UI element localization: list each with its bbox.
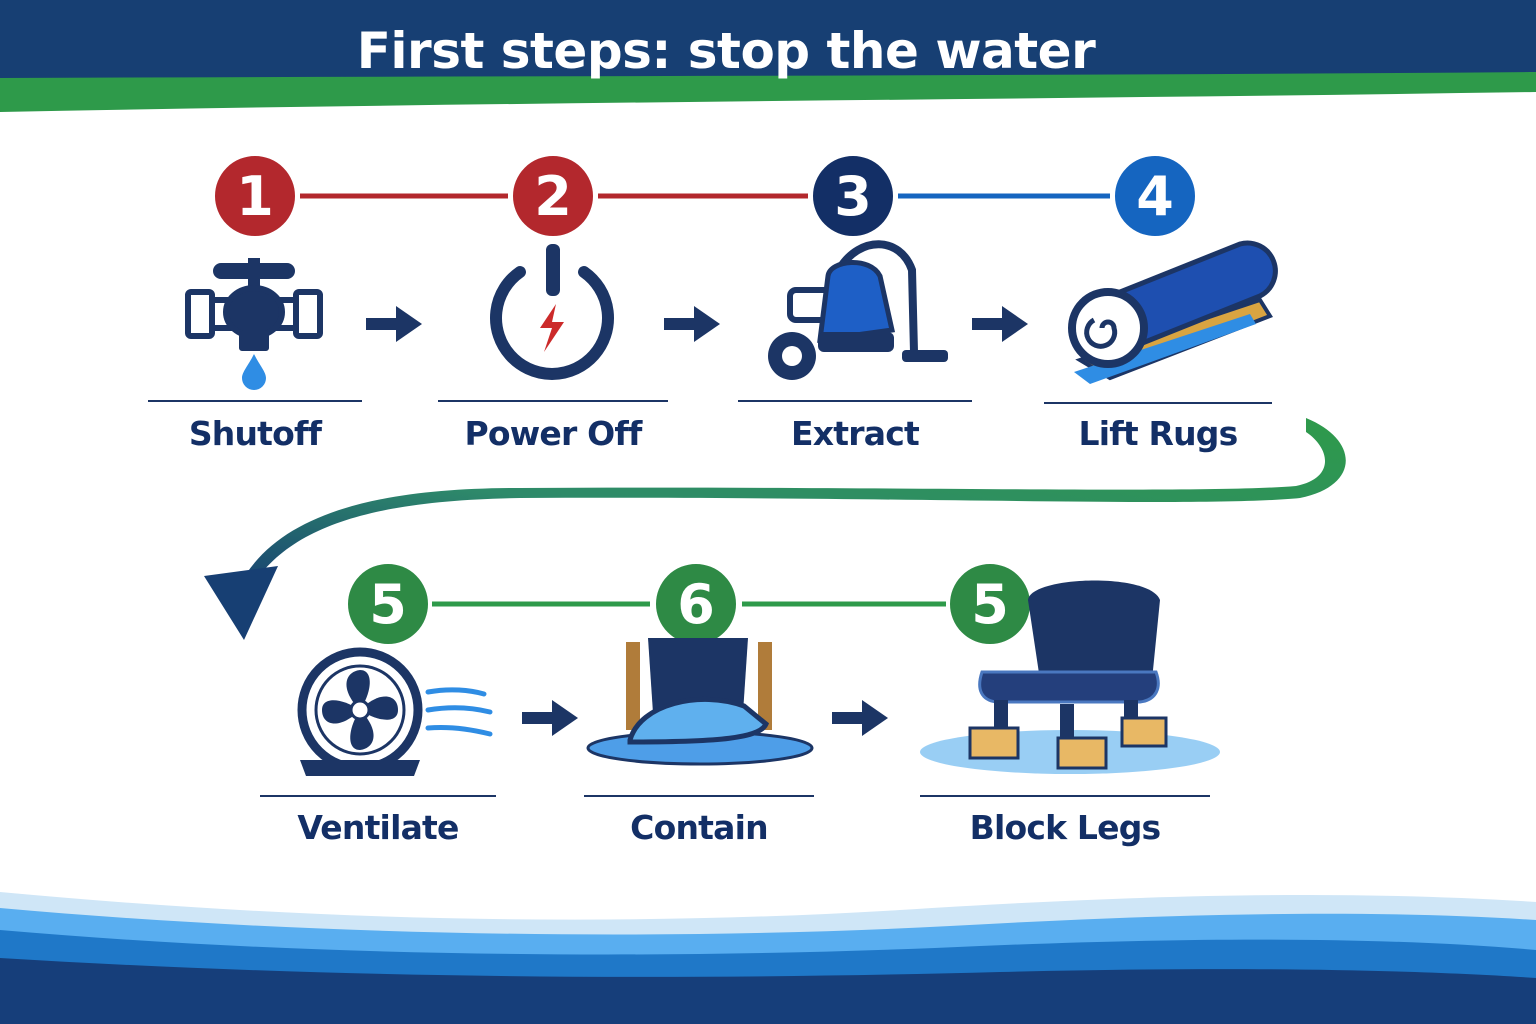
flow-arrow-4 bbox=[522, 700, 578, 736]
svg-text:6: 6 bbox=[677, 573, 715, 636]
step-rule-3 bbox=[738, 400, 972, 402]
header-band bbox=[0, 0, 1536, 115]
power-icon bbox=[490, 244, 614, 380]
flow-arrow-5 bbox=[832, 700, 888, 736]
svg-text:5: 5 bbox=[369, 573, 407, 636]
step-rule-5 bbox=[260, 795, 496, 797]
step-badge-5: 5 bbox=[344, 560, 432, 648]
step-badge-1: 1 bbox=[211, 152, 299, 240]
step-label-5: Ventilate bbox=[297, 808, 459, 847]
svg-text:1: 1 bbox=[236, 165, 274, 228]
containment-icon bbox=[586, 638, 814, 766]
svg-text:2: 2 bbox=[534, 165, 572, 228]
step-rule-2 bbox=[438, 400, 668, 402]
svg-text:3: 3 bbox=[834, 165, 872, 228]
faucet-icon bbox=[185, 258, 323, 390]
return-curve-arrowhead bbox=[204, 566, 278, 640]
step-label-4: Lift Rugs bbox=[1078, 414, 1239, 453]
wet-vacuum-icon bbox=[768, 240, 948, 380]
step-label-3: Extract bbox=[791, 414, 920, 453]
step-rule-4 bbox=[1044, 402, 1272, 404]
step-badge-6: 6 bbox=[652, 560, 740, 648]
step-rule-1 bbox=[148, 400, 362, 402]
step-label-6: Contain bbox=[630, 808, 768, 847]
step-label-7: Block Legs bbox=[969, 808, 1162, 847]
flow-arrow-1 bbox=[366, 306, 422, 342]
step-badge-4: 4 bbox=[1111, 152, 1199, 240]
svg-text:4: 4 bbox=[1136, 165, 1174, 228]
chair-on-blocks-icon bbox=[920, 580, 1220, 774]
step-rule-6 bbox=[584, 795, 814, 797]
svg-text:5: 5 bbox=[971, 573, 1009, 636]
flow-arrow-2 bbox=[664, 306, 720, 342]
page-title: First steps: stop the water bbox=[356, 22, 1096, 80]
step-label-1: Shutoff bbox=[188, 414, 322, 453]
rolled-rug-icon bbox=[1068, 240, 1278, 384]
step-label-2: Power Off bbox=[464, 414, 642, 453]
bottom-wave bbox=[0, 892, 1536, 1024]
step-badge-2: 2 bbox=[509, 152, 597, 240]
flow-arrow-3 bbox=[972, 306, 1028, 342]
step-badge-3: 3 bbox=[809, 152, 897, 240]
step-rule-7 bbox=[920, 795, 1210, 797]
fan-icon bbox=[297, 647, 493, 776]
